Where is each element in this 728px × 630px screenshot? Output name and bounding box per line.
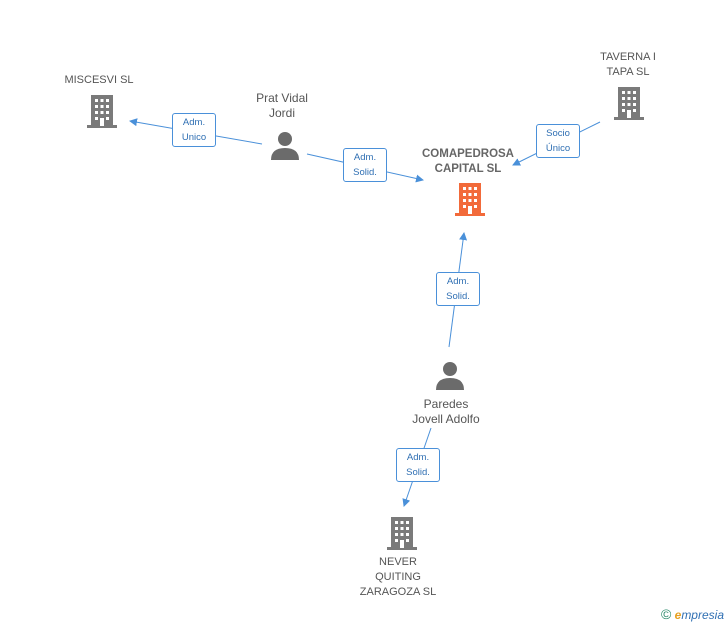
empresia-watermark: © empresia xyxy=(661,606,724,622)
miscesvi-label[interactable]: MISCESVI SL xyxy=(64,74,134,86)
relation-paredes-center: Adm. Solid. xyxy=(436,272,480,306)
center-building-icon xyxy=(455,183,485,216)
brand-text: mpresia xyxy=(681,608,724,622)
never-label[interactable]: NEVER QUITING ZARAGOZA SL xyxy=(359,556,437,598)
relation-paredes-never: Adm. Solid. xyxy=(396,448,440,482)
never-building-icon xyxy=(387,517,417,550)
relation-prat-center: Adm. Solid. xyxy=(343,148,387,182)
center-company-label[interactable]: COMAPEDROSA CAPITAL SL xyxy=(421,148,514,175)
brand-e: e xyxy=(674,608,682,622)
paredes-person-icon xyxy=(436,362,464,390)
copyright-icon: © xyxy=(660,606,672,622)
paredes-label[interactable]: Paredes Jovell Adolfo xyxy=(412,397,480,426)
prat-person-icon xyxy=(271,132,299,160)
taverna-building-icon xyxy=(614,87,644,120)
prat-label[interactable]: Prat Vidal Jordi xyxy=(256,91,308,120)
taverna-label[interactable]: TAVERNA I TAPA SL xyxy=(600,51,656,78)
relation-prat-miscesvi: Adm. Unico xyxy=(172,113,216,147)
miscesvi-building-icon xyxy=(87,95,117,128)
relation-taverna-center: Socio Único xyxy=(536,124,580,158)
